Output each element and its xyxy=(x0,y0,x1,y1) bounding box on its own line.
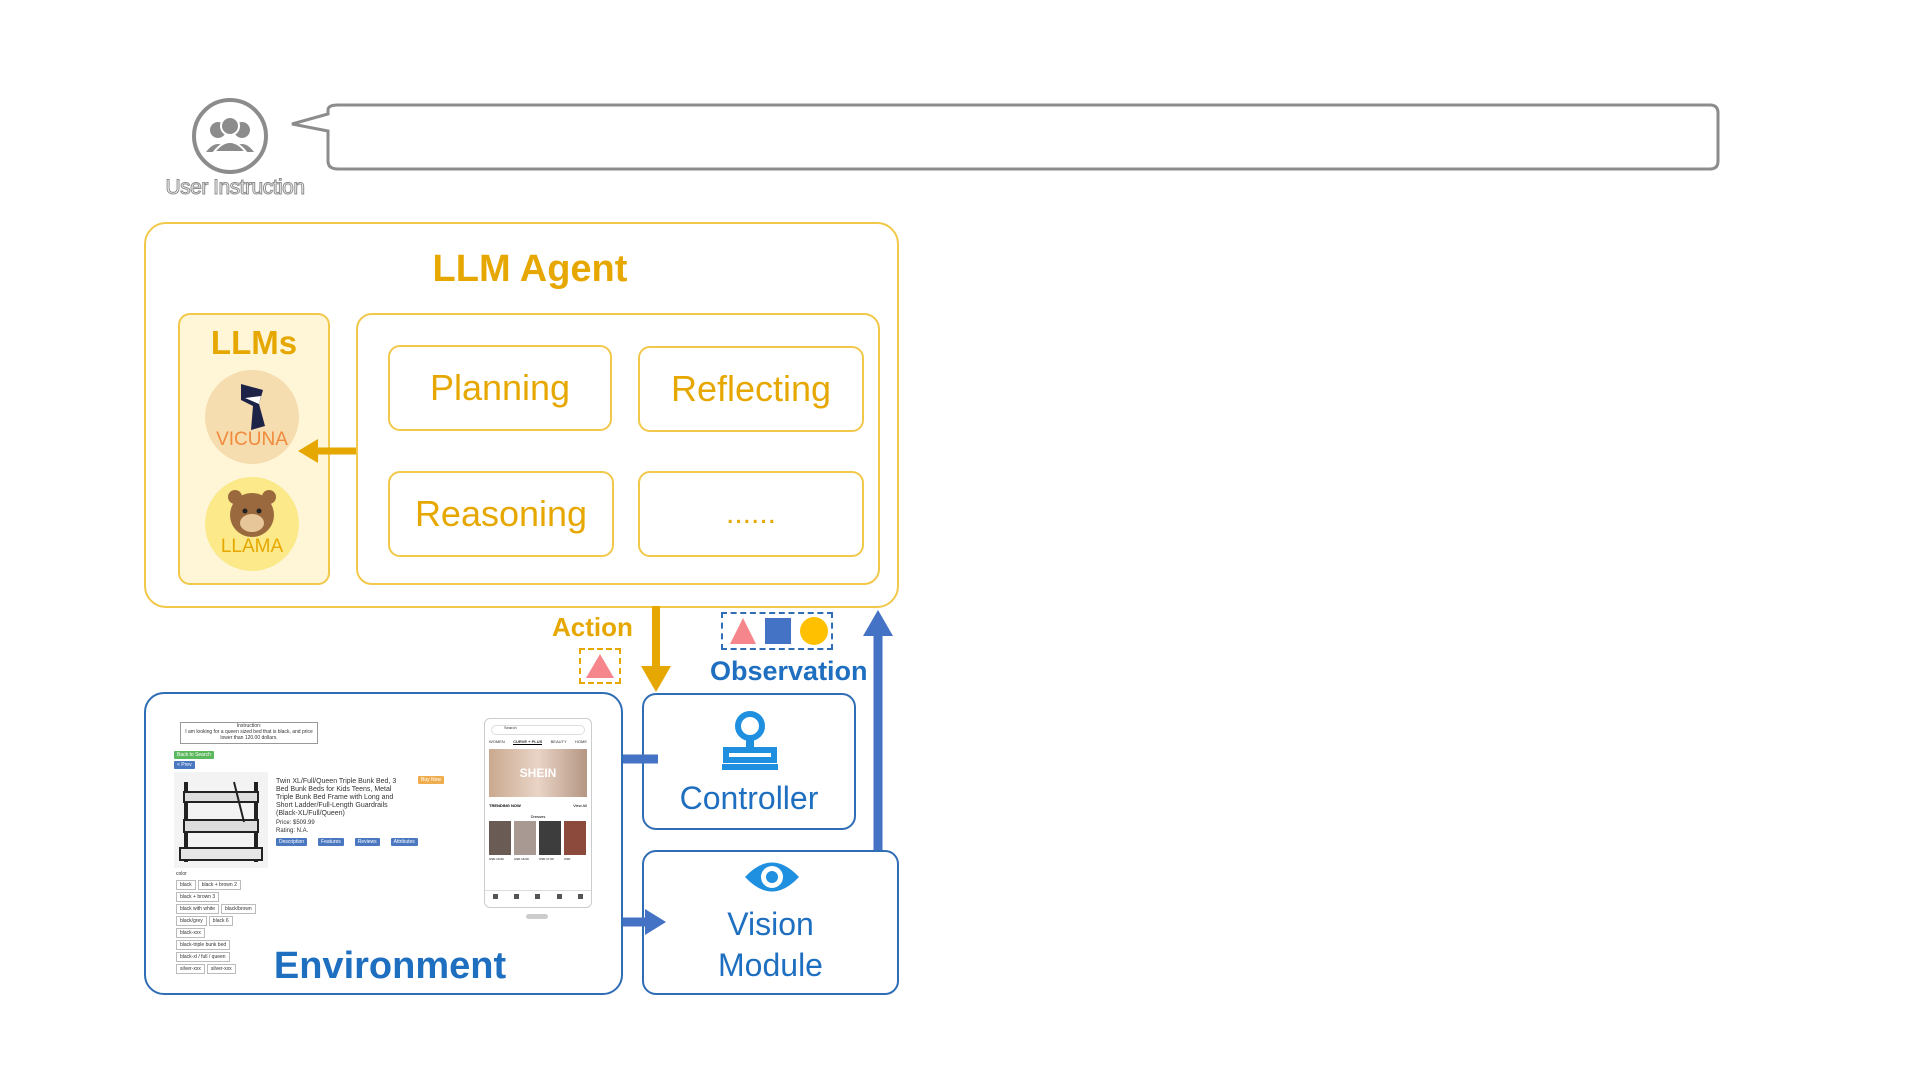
color-label: color xyxy=(176,871,187,877)
tab-attributes[interactable]: Attributes xyxy=(390,838,418,846)
color-option[interactable]: black-xl / full / queen xyxy=(176,952,230,962)
product-price: Price: $509.99 xyxy=(276,820,315,826)
user-group-icon xyxy=(206,116,254,153)
color-option[interactable]: silver-xxx xyxy=(206,964,236,974)
color-option[interactable]: black with white xyxy=(176,904,220,914)
tab-features[interactable]: Features xyxy=(318,838,344,846)
color-option[interactable]: black + brown 3 xyxy=(176,892,220,902)
llms-title: LLMs xyxy=(210,324,298,361)
mobile-banner-text: SHEIN xyxy=(519,766,557,780)
color-option[interactable]: black-triple bunk bed xyxy=(176,940,231,950)
mobile-bottom-nav xyxy=(485,890,591,901)
vision-label-line1: Vision xyxy=(727,905,814,942)
mobile-product[interactable] xyxy=(514,821,536,855)
mobile-home-indicator xyxy=(526,914,548,919)
more-modules: ...... xyxy=(638,471,864,557)
user-instruction-label: User Instruction xyxy=(165,176,306,200)
prev-button[interactable]: < Prev xyxy=(174,761,195,769)
mobile-product[interactable] xyxy=(489,821,511,855)
planning-module: Planning xyxy=(388,345,612,431)
circle-token xyxy=(800,617,828,645)
tab-description[interactable]: Description xyxy=(276,838,308,846)
color-options: black black + brown 2 black + brown 3 bl… xyxy=(176,880,258,974)
mobile-tab[interactable]: WOMEN xyxy=(489,739,505,744)
tab-reviews[interactable]: Reviews xyxy=(354,838,380,846)
nav-category-icon[interactable] xyxy=(514,893,520,899)
user-instruction-avatar xyxy=(192,98,268,174)
bunk-bed-image xyxy=(174,772,268,868)
color-option[interactable]: black + brown 2 xyxy=(197,880,241,890)
mobile-price: USD 19.00 xyxy=(489,857,504,861)
mobile-tab[interactable]: HOME xyxy=(574,739,587,744)
llama-logo xyxy=(205,477,299,571)
triangle-token xyxy=(730,618,756,644)
mobile-search-bar[interactable]: Search xyxy=(491,725,585,735)
nav-new-icon[interactable] xyxy=(535,893,541,899)
color-option[interactable]: black xyxy=(176,880,196,890)
action-label: Action xyxy=(552,612,633,642)
vision-label-line2: Module xyxy=(718,946,823,983)
back-to-search-button[interactable]: Back to Search xyxy=(174,751,214,759)
mobile-price: USD 17.00 xyxy=(539,857,554,861)
vicuna-logo xyxy=(205,370,299,464)
nav-profile-icon[interactable] xyxy=(577,893,583,899)
vicuna-label: VICUNA xyxy=(216,429,288,450)
joystick-icon xyxy=(722,711,778,770)
mobile-screenshot: Search WOMEN CURVE + PLUS BEAUTY HOME SH… xyxy=(484,718,592,908)
observation-tokens xyxy=(721,612,833,650)
instruction-text xyxy=(340,118,1700,154)
llama-label: LLAMA xyxy=(220,536,284,557)
mobile-prices: USD 19.00 USD 16.00 USD 17.00 USD xyxy=(485,857,591,861)
observation-arrow xyxy=(863,610,893,852)
mobile-section-title: Dresses xyxy=(530,814,546,819)
color-option[interactable]: black 6 xyxy=(208,916,233,926)
buy-now-button[interactable]: Buy Now xyxy=(418,776,445,784)
reasoning-module: Reasoning xyxy=(388,471,614,557)
color-option[interactable]: black-xxx xyxy=(176,928,205,938)
color-option[interactable]: black/grey xyxy=(176,916,207,926)
triangle-token xyxy=(586,654,614,678)
action-token xyxy=(579,648,621,684)
product-title: Twin XL/Full/Queen Triple Bunk Bed, 3 Be… xyxy=(276,778,397,818)
mobile-product[interactable] xyxy=(564,821,586,855)
observation-label: Observation xyxy=(710,656,868,686)
controller-label: Controller xyxy=(679,779,819,816)
mobile-price: USD xyxy=(564,857,571,861)
mobile-tab-active[interactable]: CURVE + PLUS xyxy=(513,739,543,745)
mobile-view-all[interactable]: View All xyxy=(573,803,587,808)
product-tabs: Description Features Reviews Attributes xyxy=(276,838,426,846)
nav-home-icon[interactable] xyxy=(493,893,499,899)
action-arrow xyxy=(641,606,671,692)
mobile-trending-row: TRENDING NOW View All xyxy=(485,799,591,808)
nav-cart-icon[interactable] xyxy=(556,893,562,899)
color-option[interactable]: silver-xxx xyxy=(176,964,205,974)
llm-agent-title: LLM Agent xyxy=(432,247,628,290)
mobile-banner: SHEIN xyxy=(489,749,587,797)
reflecting-module: Reflecting xyxy=(638,346,864,432)
product-rating: Rating: N.A. xyxy=(276,828,309,834)
color-option[interactable]: black/brown xyxy=(221,904,256,914)
web-instruction-box: Instruction: I am looking for a queen si… xyxy=(180,722,318,744)
mobile-tabs: WOMEN CURVE + PLUS BEAUTY HOME xyxy=(485,737,591,747)
mobile-product[interactable] xyxy=(539,821,561,855)
mobile-products xyxy=(485,819,591,857)
eye-icon xyxy=(745,862,799,892)
mobile-tab[interactable]: BEAUTY xyxy=(550,739,567,744)
square-token xyxy=(765,618,791,644)
speech-bubble xyxy=(291,103,1720,171)
mobile-search-text: Search xyxy=(504,725,517,730)
mobile-trending-label: TRENDING NOW xyxy=(489,803,521,808)
environment-title: Environment xyxy=(273,944,507,987)
mobile-price: USD 16.00 xyxy=(514,857,529,861)
